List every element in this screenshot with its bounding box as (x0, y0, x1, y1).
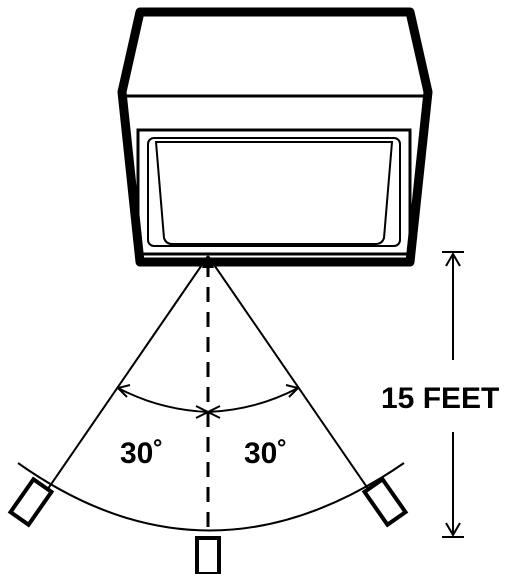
cone-right-edge (207, 255, 385, 513)
left-angle-arc (117, 387, 209, 413)
right-angle-label: 30˚ (244, 437, 287, 470)
viewer-marker-left (7, 476, 55, 528)
distance-dimension (442, 251, 464, 538)
monitor-screen-outer (136, 128, 412, 256)
monitor-screen-glass (154, 141, 394, 245)
left-angle-label: 30˚ (120, 437, 163, 470)
monitor (117, 7, 433, 267)
right-angle-arc (207, 387, 299, 413)
monitor-screen-inner (147, 137, 401, 247)
viewing-cone (17, 255, 405, 540)
cone-left-edge (31, 255, 209, 513)
viewer-marker-right (361, 476, 409, 528)
center-arrowhead-right (205, 405, 221, 419)
viewer-marker-center (195, 536, 221, 574)
dimension-arrow-up (445, 252, 461, 267)
left-arc-arrowhead (116, 384, 131, 398)
right-arc-arrowhead (285, 384, 300, 398)
viewer-positions (7, 476, 409, 574)
dimension-arrow-down (445, 522, 461, 537)
angle-arcs (116, 384, 300, 419)
viewing-distance-arc (17, 462, 405, 532)
distance-label: 15 FEET (381, 382, 499, 415)
